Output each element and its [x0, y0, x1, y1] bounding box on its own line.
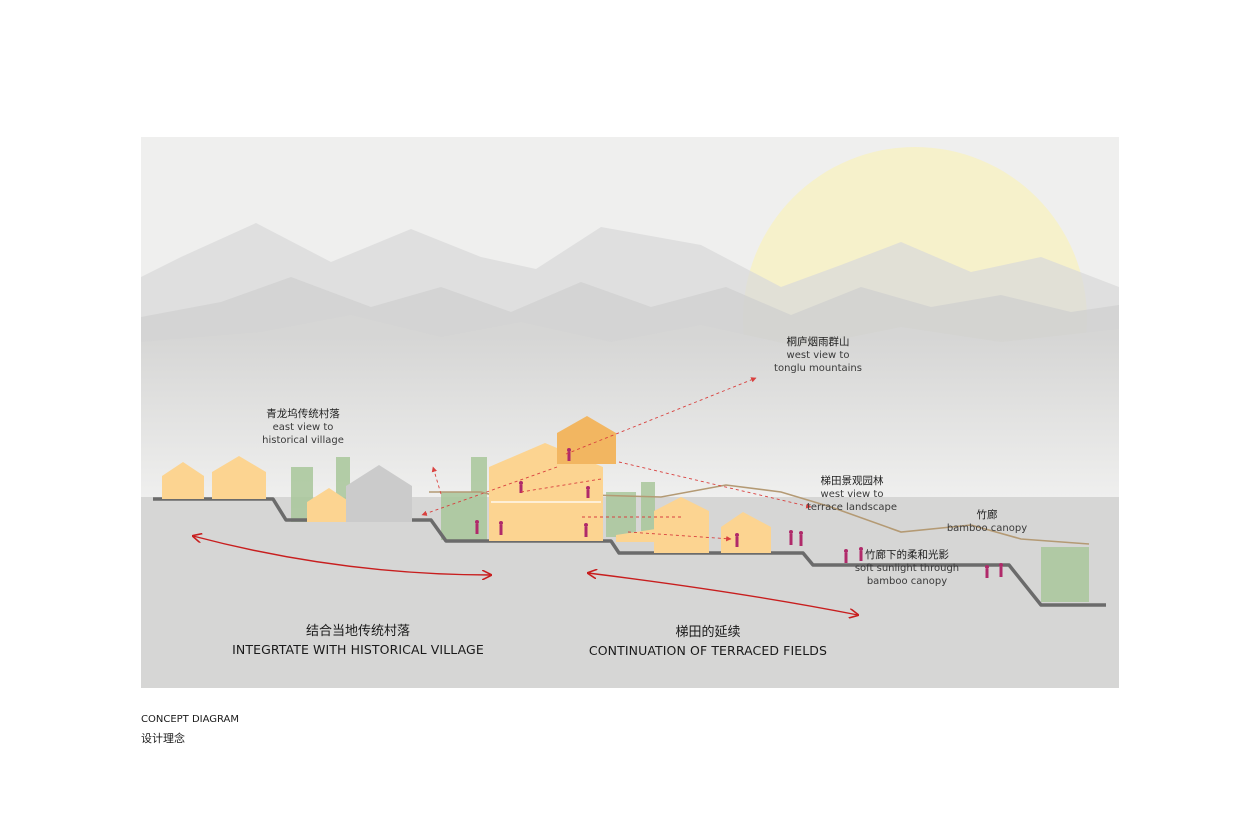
people	[475, 448, 1003, 578]
label-sunlight-zh: 竹廊下的柔和光影	[865, 549, 949, 561]
house-yellow-2	[212, 456, 266, 499]
terrace-ground-line	[153, 497, 1106, 607]
label-soft-sunlight: 竹廊下的柔和光影 soft sunlight through bamboo ca…	[837, 549, 977, 588]
figure-caption: CONCEPT DIAGRAM 设计理念	[141, 712, 239, 746]
concept-terraces-zh: 梯田的延续	[675, 625, 741, 640]
house-yellow-3	[307, 488, 350, 522]
label-terrace-en1: west view to	[820, 489, 884, 500]
label-sunlight-en1: soft sunlight through	[854, 563, 960, 574]
concept-village-zh: 结合当地传统村落	[305, 624, 410, 639]
house-grey	[346, 465, 412, 522]
label-village-view: 青龙坞传统村落 east view to historical village	[237, 408, 369, 447]
label-sunlight-en2: bamboo canopy	[866, 576, 948, 587]
label-terrace-view: 梯田景观园林 west view to terrace landscape	[787, 475, 917, 514]
concept-diagram: 桐庐烟雨群山 west view to tonglu mountains 青龙坞…	[141, 137, 1119, 688]
house-mid-2	[721, 512, 771, 553]
label-mountains-zh: 桐庐烟雨群山	[786, 336, 850, 348]
caption-en: CONCEPT DIAGRAM	[141, 714, 240, 725]
label-village-en1: east view to	[272, 422, 334, 433]
caption-zh: 设计理念	[141, 732, 185, 745]
terrace-arrow	[588, 573, 858, 615]
concept-terraces-en: CONTINUATION OF TERRACED FIELDS	[588, 643, 828, 658]
label-bamboo-canopy: 竹廊 bamboo canopy	[937, 509, 1037, 535]
label-village-en2: historical village	[262, 435, 344, 446]
label-bamboo-zh: 竹廊	[976, 509, 998, 521]
buildings	[162, 416, 771, 553]
label-mountains-en2: tonglu mountains	[774, 363, 862, 374]
concept-village-en: INTEGRTATE WITH HISTORICAL VILLAGE	[232, 642, 484, 657]
label-terrace-zh: 梯田景观园林	[820, 475, 884, 487]
label-bamboo-en1: bamboo canopy	[946, 523, 1028, 534]
concept-village: 结合当地传统村落 INTEGRTATE WITH HISTORICAL VILL…	[213, 623, 503, 659]
section-illustration	[141, 137, 1119, 688]
small-pavilion	[616, 527, 669, 542]
village-arrow	[193, 536, 491, 575]
mountain-range	[141, 223, 1119, 688]
label-mountains-view: 桐庐烟雨群山 west view to tonglu mountains	[748, 336, 888, 375]
concept-terraces: 梯田的延续 CONTINUATION OF TERRACED FIELDS	[573, 624, 843, 660]
label-mountains-en1: west view to	[786, 350, 850, 361]
house-yellow-1	[162, 462, 204, 499]
label-village-zh: 青龙坞传统村落	[266, 408, 340, 420]
label-terrace-en2: terrace landscape	[806, 502, 897, 513]
view-sight-lines	[421, 377, 812, 542]
house-big-lower	[489, 443, 603, 541]
